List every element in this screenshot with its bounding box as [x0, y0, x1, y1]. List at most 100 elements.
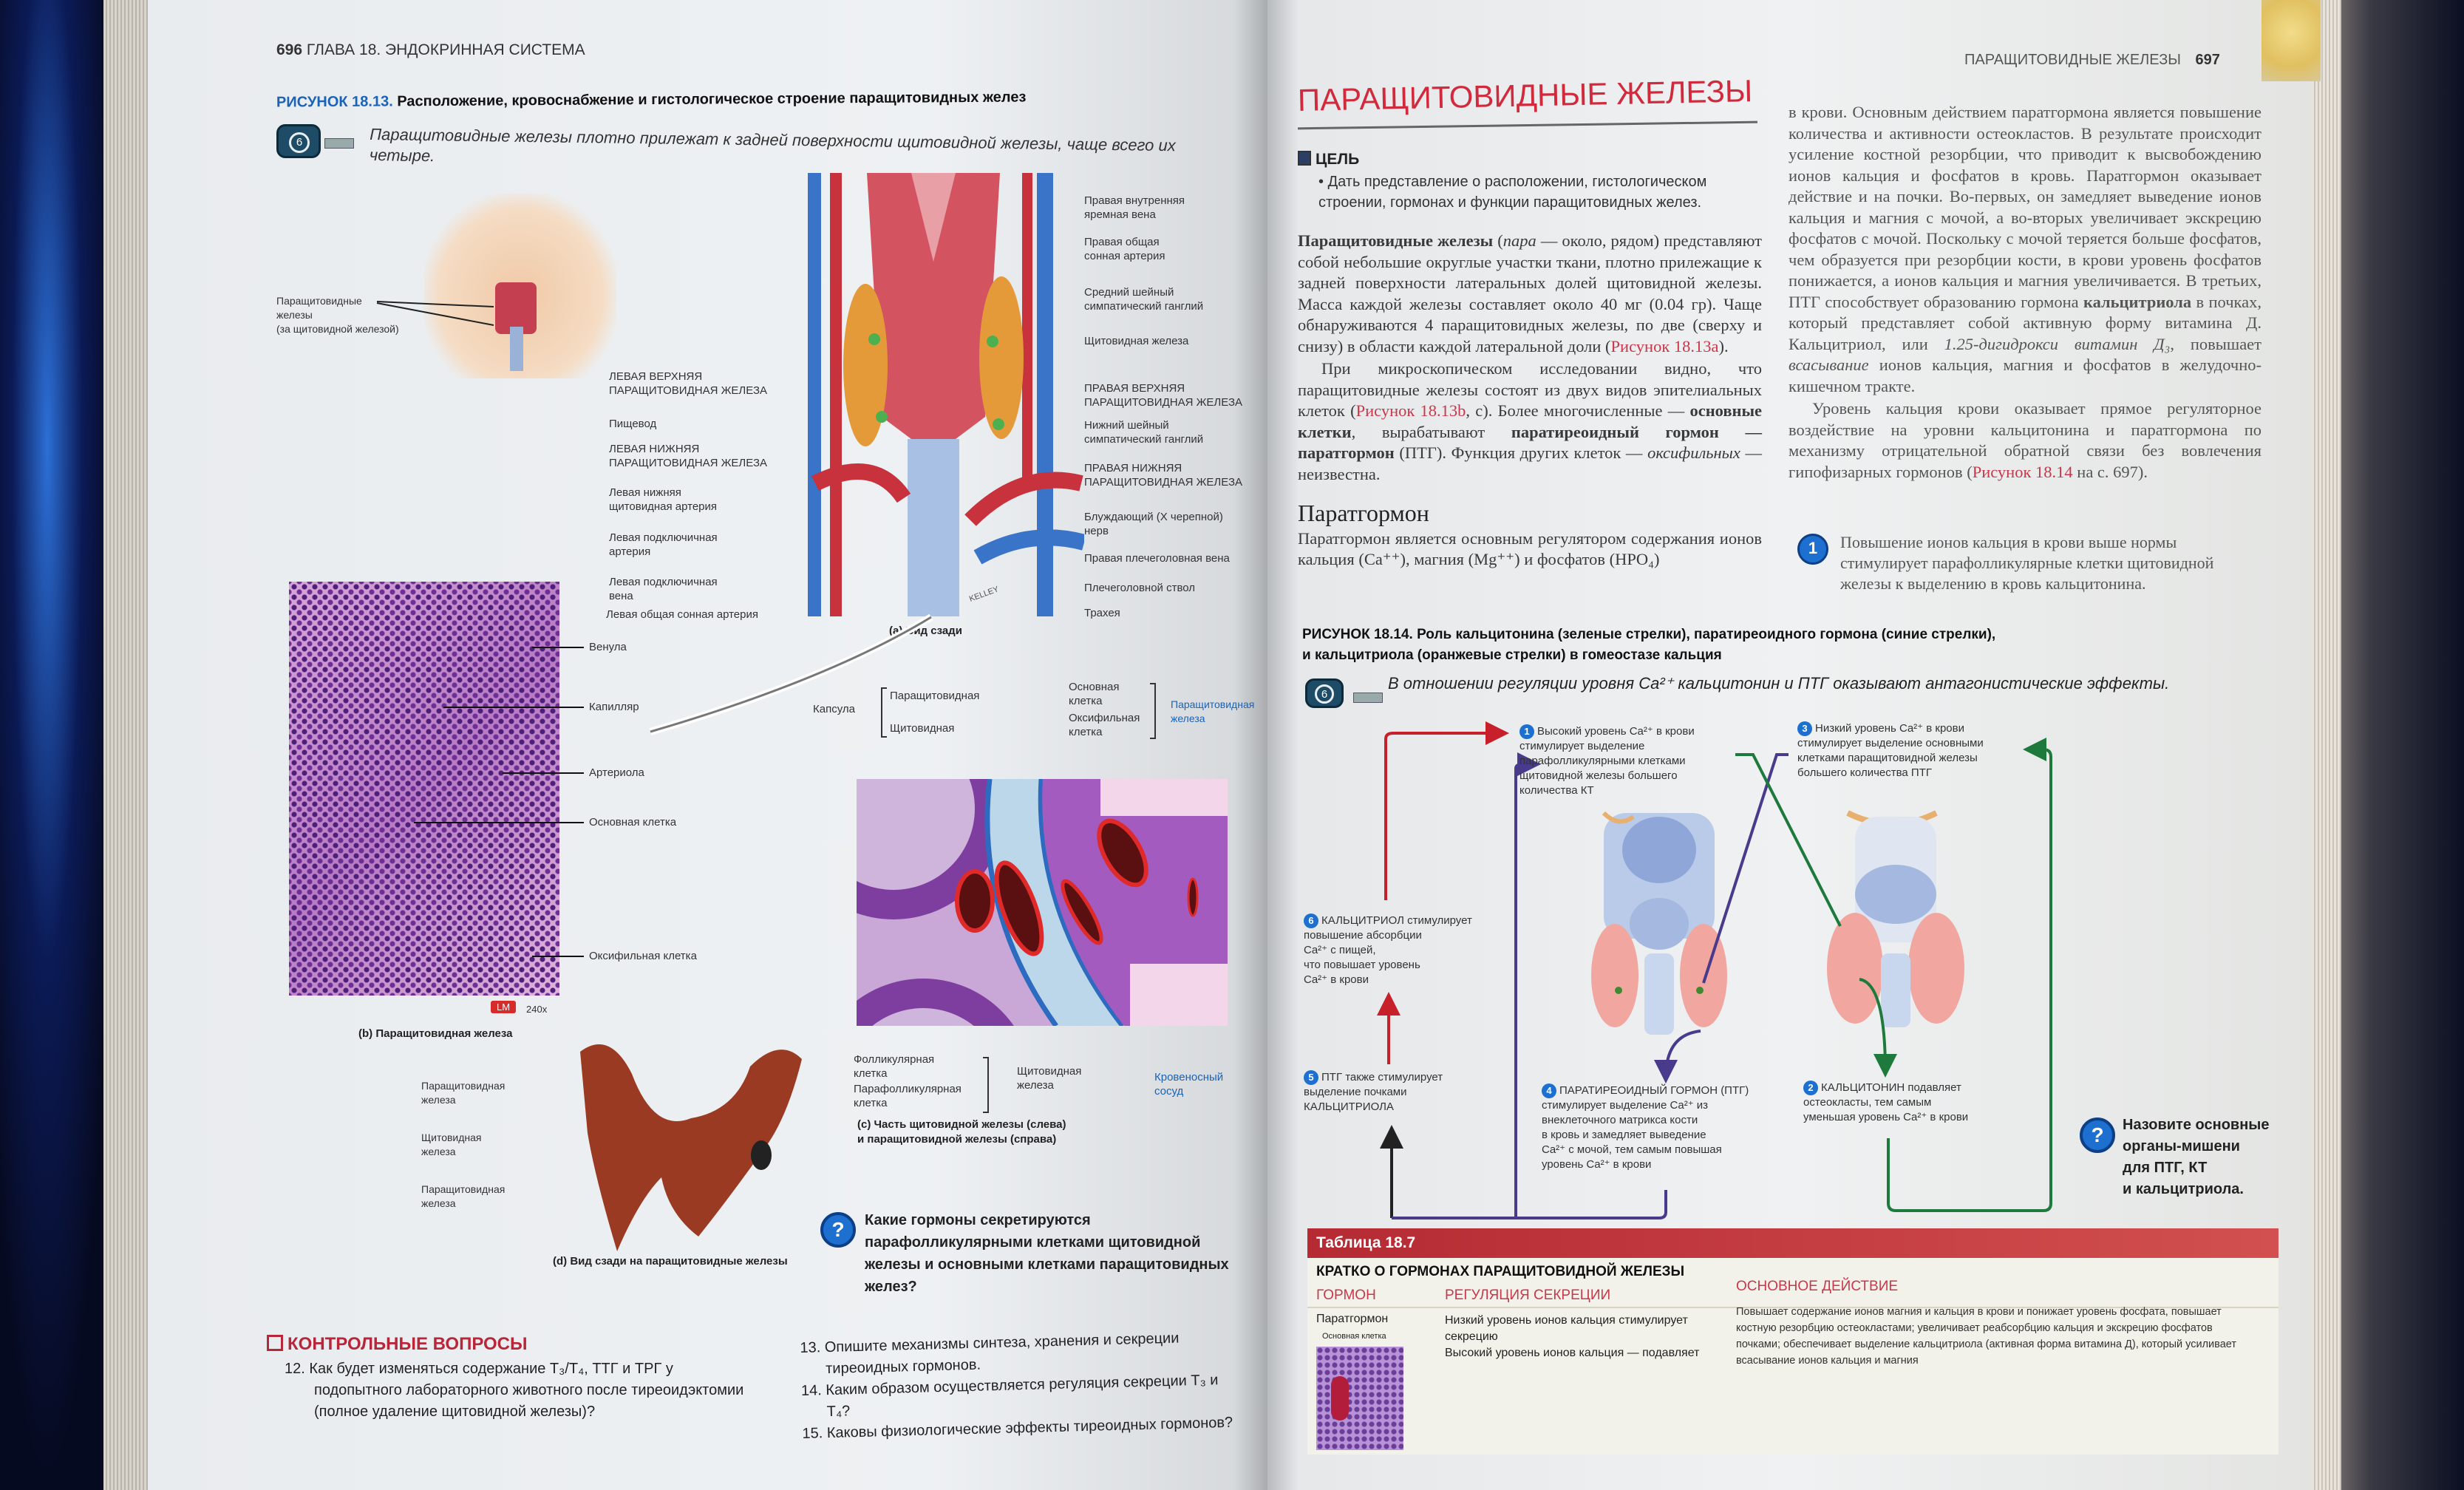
corner-ornament	[2261, 0, 2321, 81]
panel-a-caption: (a) Вид сзади	[889, 625, 962, 637]
label-right-common-carotid: Правая общая сонная артерия	[1084, 236, 1165, 262]
label-thyroid-gland-c: Щитовидная железа	[1017, 1065, 1082, 1092]
review-question-12: 12. Как будет изменяться содержание T₃/T…	[285, 1361, 744, 1420]
label-left-common-carotid: Левая общая сонная артерия	[606, 608, 758, 621]
label-left-subclavian-vein: Левая подключичная вена	[609, 576, 718, 602]
panel-c-caption: (c) Часть щитовидной железы (слева) и па…	[857, 1118, 1066, 1146]
page-number: 696	[276, 41, 303, 58]
question-icon-right: ?	[2080, 1118, 2115, 1153]
parathyroid-specimen-photo	[580, 1044, 802, 1251]
figure-18-14-key-text: В отношении регуляции уровня Ca²⁺ кальци…	[1388, 674, 2170, 693]
review-questions-13-15: 13. Опишите механизмы синтеза, хранения …	[800, 1326, 1246, 1445]
label-vagus-nerve: Блуждающий (X черепной) нерв	[1084, 511, 1223, 537]
figure-link-18-13a[interactable]: Рисунок 18.13a	[1610, 336, 1719, 356]
label-right-inferior-parathyroid: ПРАВАЯ НИЖНЯЯ ПАРАЩИТОВИДНАЯ ЖЕЛЕЗА	[1084, 462, 1243, 489]
figure-link-18-14[interactable]: Рисунок 18.14	[1972, 462, 2073, 481]
panel-b-caption: (b) Паращитовидная железа	[358, 1027, 513, 1040]
column-header-action: ОСНОВНОЕ ДЕЙСТВИЕ	[1736, 1279, 1899, 1294]
paragraph-microscopy: При микроскопическом исследовании видно,…	[1298, 359, 1763, 483]
neck-label: Паращитовидные железы (за щитовидной жел…	[276, 295, 399, 335]
section-title: ПАРАЩИТОВИДНЫЕ ЖЕЛЕЗЫ	[1964, 52, 2181, 68]
label-d-thyroid: Щитовидная железа	[421, 1132, 482, 1157]
figure-link-18-13b[interactable]: Рисунок 18.13b	[1355, 401, 1466, 420]
parathyroid-micrograph	[289, 582, 559, 996]
page-header-right: ПАРАЩИТОВИДНЫЕ ЖЕЛЕЗЫ 697	[1964, 52, 2220, 69]
question-text-right: Назовите основные органы-мишени для ПТГ,…	[2123, 1117, 2270, 1197]
label-follicular-cell: Фолликулярная клетка	[854, 1053, 935, 1080]
page-header-left: 696 ГЛАВА 18. ЭНДОКРИННАЯ СИСТЕМА	[276, 41, 585, 59]
subheading-parathormone: Паратгормон	[1298, 500, 1429, 526]
label-parafollicular-cell: Парафолликулярная клетка	[854, 1083, 962, 1109]
page-edges-right	[2312, 0, 2341, 1490]
page-edges-left	[103, 0, 155, 1490]
note-calcitonin: Повышение ионов кальция в крови выше нор…	[1840, 533, 2214, 593]
label-venule: Венула	[589, 641, 627, 653]
neck-illustration	[424, 194, 616, 378]
review-icon	[267, 1335, 283, 1351]
lm-badge: LM	[491, 1001, 517, 1013]
label-chief-cell-c: Основная клетка	[1069, 681, 1120, 707]
illustrator-signature: KELLEY	[968, 585, 1001, 604]
label-right-brachiocephalic-vein: Правая плечеголовная вена	[1084, 552, 1230, 565]
panel-d-caption: (d) Вид сзади на паращитовидные железы	[553, 1255, 788, 1268]
label-trachea: Трахея	[1084, 607, 1120, 619]
capsule-bracket	[881, 687, 887, 738]
parathyroid-bracket	[1150, 683, 1156, 739]
paragraph-pth-action: в крови. Основным действием паратгормона…	[1789, 103, 2262, 395]
label-capsule-thyroid: Щитовидная	[890, 722, 955, 735]
cell-chief-cell-label: Основная клетка	[1322, 1332, 1386, 1341]
label-oxyphil-cell: Оксифильная клетка	[589, 950, 697, 962]
label-inferior-cervical-ganglion: Нижний шейный симпатический ганглий	[1084, 419, 1204, 446]
question-text: Какие гормоны секретируются парафолликул…	[865, 1212, 1229, 1295]
label-middle-cervical-ganglion: Средний шейный симпатический ганглий	[1084, 286, 1204, 313]
paragraph-parathormone: Паратгормон является основным регуляторо…	[1298, 528, 1762, 569]
label-brachiocephalic-trunk: Плечеголовной ствол	[1084, 582, 1196, 594]
note-number-icon: 1	[1797, 534, 1828, 565]
figure-18-14-caption: РИСУНОК 18.14. Роль кальцитонина (зелены…	[1302, 627, 1996, 663]
goal-bullet: • Дать представление о расположении, гис…	[1318, 174, 1707, 211]
key-icon-18-14: 6	[1305, 678, 1383, 708]
table-title: КРАТКО О ГОРМОНАХ ПАРАЩИТОВИДНОЙ ЖЕЛЕЗЫ	[1316, 1264, 1685, 1279]
label-capillary: Капилляр	[589, 701, 639, 713]
label-chief-cell: Основная клетка	[589, 816, 677, 829]
table-divider	[1307, 1307, 2278, 1308]
label-capsule: Капсула	[813, 703, 855, 715]
cell-hormone: Паратгормон	[1316, 1313, 1389, 1325]
label-d-parathyroid-upper: Паращитовидная железа	[421, 1080, 506, 1106]
key-icon: 6	[276, 124, 354, 158]
cell-regulation: Низкий уровень ионов кальция стимулирует…	[1445, 1314, 1700, 1359]
label-d-parathyroid-lower: Паращитовидная железа	[421, 1183, 506, 1209]
label-capsule-parathyroid: Паращитовидная	[890, 690, 980, 702]
column-header-hormone: ГОРМОН	[1316, 1287, 1376, 1303]
table-label: Таблица 18.7	[1307, 1228, 2278, 1258]
label-left-inferior-parathyroid: ЛЕВАЯ НИЖНЯЯ ПАРАЩИТОВИДНАЯ ЖЕЛЕЗА	[609, 443, 768, 469]
label-right-superior-parathyroid: ПРАВАЯ ВЕРХНЯЯ ПАРАЩИТОВИДНАЯ ЖЕЛЕЗА	[1084, 382, 1243, 409]
thyroid-bracket	[983, 1057, 989, 1113]
chief-cell-illustration	[1316, 1347, 1403, 1450]
goal-heading: ЦЕЛЬ	[1298, 151, 1359, 169]
label-left-subclavian-artery: Левая подключичная артерия	[609, 531, 718, 558]
label-right-internal-jugular: Правая внутренняя яремная вена	[1084, 194, 1185, 221]
thyroid-parathyroid-histology-diagram	[857, 779, 1228, 1026]
review-title: КОНТРОЛЬНЫЕ ВОПРОСЫ	[287, 1334, 528, 1354]
label-parathyroid-gland-c: Паращитовидная железа	[1171, 698, 1255, 724]
label-arteriole: Артериола	[589, 766, 644, 779]
table-18-7: Таблица 18.7 КРАТКО О ГОРМОНАХ ПАРАЩИТОВ…	[1307, 1228, 2278, 1455]
page-number-right: 697	[2195, 52, 2220, 68]
label-left-inferior-thyroid-artery: Левая нижняя щитовидная артерия	[609, 486, 718, 513]
posterior-neck-anatomy-illustration: KELLEY	[808, 173, 1084, 616]
review-questions-heading: КОНТРОЛЬНЫЕ ВОПРОСЫ	[267, 1334, 528, 1355]
label-esophagus: Пищевод	[609, 418, 657, 430]
magnification: 240x	[526, 1004, 548, 1015]
goal-icon	[1298, 151, 1311, 166]
label-oxyphil-cell-c: Оксифильная клетка	[1069, 712, 1140, 738]
column-header-regulation: РЕГУЛЯЦИЯ СЕКРЕЦИИ	[1445, 1287, 1611, 1303]
label-thyroid-gland: Щитовидная железа	[1084, 335, 1189, 347]
